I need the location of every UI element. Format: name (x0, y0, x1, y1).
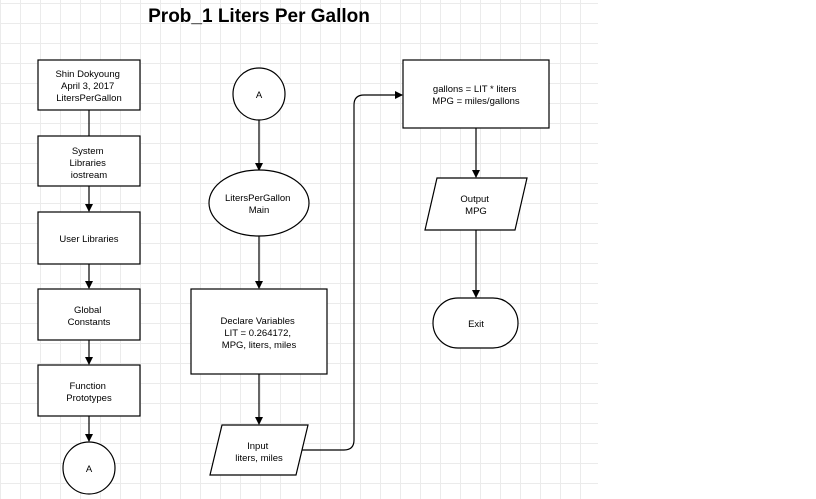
connector-a-left-label: A (86, 464, 93, 475)
global-constants-label: Global Constants (68, 305, 111, 328)
connector-a-mid-circle (232, 67, 286, 121)
main-label: LitersPerGallon Main (225, 193, 293, 216)
declare-variables-box (190, 288, 328, 375)
output-label: Output MPG (460, 194, 491, 217)
global-constants-box (37, 288, 141, 341)
exit-terminator (432, 297, 519, 349)
compute-label: gallons = LIT * liters MPG = miles/gallo… (432, 84, 520, 107)
connector-a-left-circle (62, 441, 116, 495)
system-libraries-box (37, 135, 141, 187)
diagram-title: Prob_1 Liters Per Gallon (148, 6, 370, 27)
declare-variables-label: Declare Variables LIT = 0.264172, MPG, l… (221, 316, 298, 351)
compute-box (402, 59, 550, 129)
input-parallelogram (209, 424, 309, 476)
edge-input-to-compute (302, 91, 403, 451)
input-label: Input liters, miles (235, 441, 283, 464)
main-terminator (208, 169, 310, 237)
header-label: Shin Dokyoung April 3, 2017 LitersPerGal… (55, 69, 122, 104)
user-libraries-label: User Libraries (59, 234, 118, 245)
header-box (37, 59, 141, 111)
function-prototypes-label: Function Prototypes (66, 381, 112, 404)
exit-label: Exit (468, 319, 484, 330)
function-prototypes-box (37, 364, 141, 417)
system-libraries-label: System Libraries iostream (69, 146, 108, 181)
output-parallelogram (424, 177, 528, 231)
user-libraries-box (37, 211, 141, 265)
connector-a-mid-label: A (256, 90, 263, 101)
